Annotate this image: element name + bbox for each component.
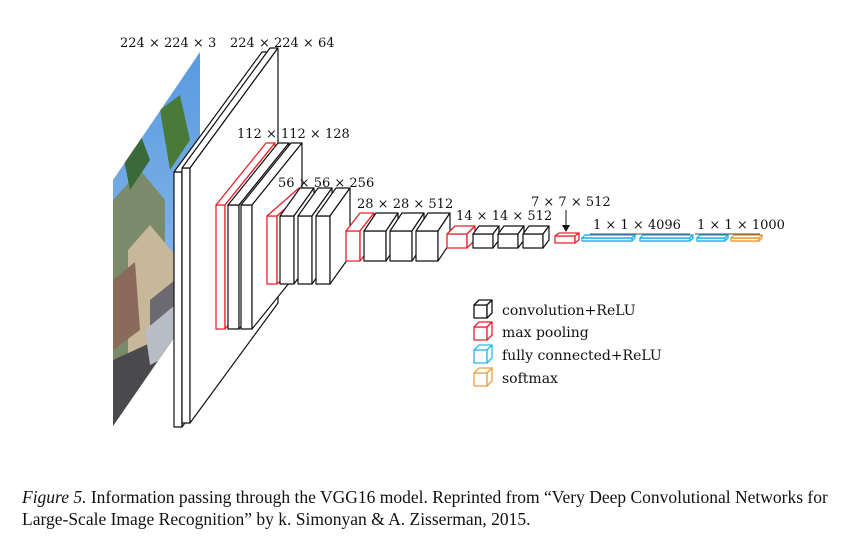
figure-label: Figure 5. — [22, 487, 87, 507]
pool5-arrow — [562, 210, 570, 232]
conv5-layer-2 — [497, 225, 525, 249]
vgg16-architecture-diagram: 224 × 224 × 3 224 × 224 × 64 112 × 112 ×… — [113, 36, 785, 428]
label-pool5-size: 7 × 7 × 512 — [531, 195, 611, 210]
legend-fc-icon — [473, 344, 493, 364]
label-fc-size: 1 × 1 × 4096 — [593, 218, 681, 233]
legend: convolution+ReLU max pooling fully conne… — [473, 299, 662, 387]
softmax-layer — [730, 234, 763, 242]
label-softmax-size: 1 × 1 × 1000 — [697, 218, 785, 233]
legend-fc-label: fully connected+ReLU — [502, 348, 662, 364]
label-conv2-size: 112 × 112 × 128 — [237, 127, 350, 142]
legend-pool-label: max pooling — [502, 325, 589, 341]
legend-conv-icon — [473, 299, 493, 319]
pool5-layer — [554, 232, 580, 244]
legend-softmax-icon — [473, 367, 493, 387]
conv3-layer-3 — [315, 187, 351, 285]
label-conv5-size: 14 × 14 × 512 — [456, 209, 552, 224]
figure-caption: Figure 5. Information passing through th… — [22, 486, 837, 530]
label-input-size: 224 × 224 × 3 — [120, 36, 216, 51]
caption-text: Information passing through the VGG16 mo… — [22, 487, 828, 529]
legend-pool-icon — [473, 321, 493, 341]
fc8-layer — [696, 234, 729, 242]
label-conv3-size: 56 × 56 × 256 — [278, 176, 374, 191]
fc6-layer — [581, 234, 636, 242]
label-conv4-size: 28 × 28 × 512 — [357, 197, 453, 212]
pool4-layer — [446, 225, 476, 249]
legend-conv-label: convolution+ReLU — [502, 303, 636, 319]
conv4-layer-3 — [415, 212, 451, 262]
conv5-layer-1 — [472, 225, 500, 249]
conv5-layer-3 — [522, 225, 550, 249]
label-conv1-size: 224 × 224 × 64 — [230, 36, 334, 51]
legend-softmax-label: softmax — [502, 371, 558, 387]
fc7-layer — [639, 234, 694, 242]
network-layers — [173, 47, 763, 428]
